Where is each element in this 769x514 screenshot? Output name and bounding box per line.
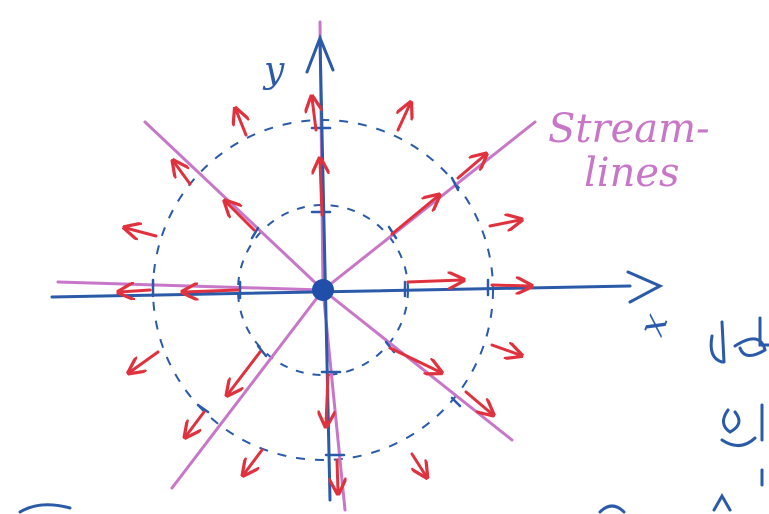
vector-lr-inner	[388, 346, 440, 372]
y-axis-arrowhead	[305, 33, 335, 74]
velocity-vectors	[120, 98, 530, 492]
streamline-lower-right	[321, 288, 514, 442]
vector-ll-outer	[186, 410, 206, 436]
vector-ul-inner	[226, 202, 256, 232]
streamline-upper-left	[143, 120, 325, 292]
x-axis-label: x	[631, 308, 676, 341]
vector-ul-outer	[174, 162, 192, 186]
vector-left-outer	[120, 290, 152, 292]
vector-free-top-right	[398, 104, 410, 132]
vector-free-bottom-left	[244, 448, 264, 474]
streamlines-label-line1: Stream-	[548, 106, 710, 152]
vector-left-inner	[184, 290, 240, 292]
vector-free-left-upper	[126, 228, 158, 236]
vector-right-inner	[406, 280, 462, 282]
y-axis-label: y	[262, 50, 285, 91]
vector-free-right-upper	[488, 220, 520, 226]
vector-ur-outer	[456, 155, 485, 180]
vector-free-top-left	[236, 110, 246, 137]
vector-up-inner	[320, 160, 322, 217]
vector-free-left-lower	[130, 350, 160, 372]
vector-right-outer	[490, 285, 530, 286]
cropped-handwriting	[18, 316, 769, 514]
streamline-lower-left	[170, 288, 325, 490]
streamlines-label-line2: lines	[584, 150, 680, 196]
x-axis-arrowhead	[626, 270, 664, 304]
streamline-upper-right	[321, 120, 537, 292]
vector-up-outer	[312, 98, 316, 132]
vector-ur-inner	[390, 196, 438, 236]
vector-down-inner	[326, 373, 328, 425]
vector-down-outer	[337, 458, 338, 492]
vector-ll-inner	[228, 350, 262, 394]
vector-free-bottom-right	[410, 452, 426, 476]
streamline-left	[56, 280, 325, 292]
vector-lr-outer	[464, 390, 492, 414]
source-point	[312, 279, 334, 301]
vector-free-right-lower	[490, 345, 520, 355]
streamlines	[56, 20, 537, 512]
